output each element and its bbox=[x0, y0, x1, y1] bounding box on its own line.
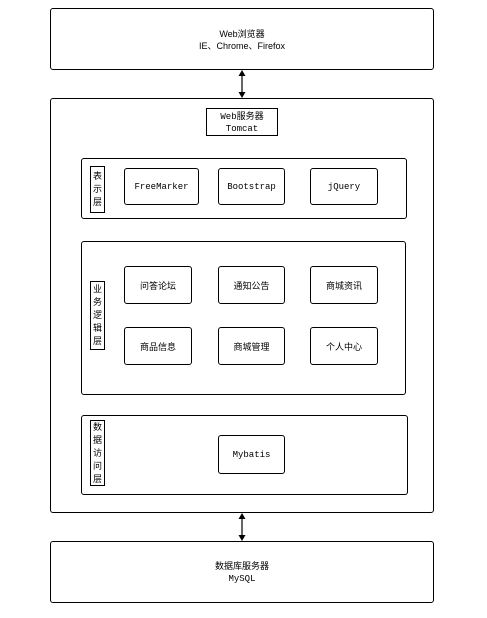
product-info-box: 商品信息 bbox=[124, 327, 192, 365]
bootstrap-box: Bootstrap bbox=[218, 168, 285, 205]
business-label-char-2: 务 bbox=[92, 297, 102, 307]
business-label-char-5: 层 bbox=[92, 336, 102, 346]
business-label-char-1: 业 bbox=[92, 284, 102, 294]
data-access-label-char-3: 访 bbox=[92, 447, 102, 458]
data-access-label-char-5: 层 bbox=[92, 473, 102, 484]
business-layer-label: 业 务 逻 辑 层 bbox=[90, 281, 105, 350]
freemarker-box: FreeMarker bbox=[124, 168, 199, 205]
presentation-label-char-3: 层 bbox=[92, 197, 102, 207]
user-center-box: 个人中心 bbox=[310, 327, 378, 365]
mall-admin-box: 商城管理 bbox=[218, 327, 285, 365]
data-access-label-char-2: 据 bbox=[92, 434, 102, 445]
business-label-char-4: 辑 bbox=[92, 323, 102, 333]
business-label-char-3: 逻 bbox=[92, 310, 102, 320]
database-title: 数据库服务器 bbox=[214, 561, 269, 571]
data-access-label-char-1: 数 bbox=[92, 421, 102, 432]
qa-forum-box: 问答论坛 bbox=[124, 266, 192, 304]
browser-box: Web浏览器 IE、Chrome、Firefox bbox=[50, 8, 434, 70]
browser-server-arrow bbox=[238, 70, 246, 98]
data-access-layer-label: 数 据 访 问 层 bbox=[90, 420, 105, 486]
presentation-label-char-1: 表 bbox=[92, 171, 102, 181]
web-server-subtitle: Tomcat bbox=[225, 124, 259, 134]
presentation-layer-label: 表 示 层 bbox=[90, 166, 105, 213]
notice-box: 通知公告 bbox=[218, 266, 285, 304]
web-server-title: Web服务器 bbox=[220, 112, 264, 122]
browser-title: Web浏览器 bbox=[219, 29, 265, 39]
jquery-box: jQuery bbox=[310, 168, 378, 205]
data-access-label-char-4: 问 bbox=[92, 460, 102, 471]
database-box: 数据库服务器 MySQL bbox=[50, 541, 434, 603]
web-server-label: Web服务器 Tomcat bbox=[206, 108, 278, 136]
presentation-label-char-2: 示 bbox=[92, 184, 102, 194]
server-database-arrow bbox=[238, 513, 246, 541]
business-layer bbox=[81, 241, 406, 395]
browser-subtitle: IE、Chrome、Firefox bbox=[198, 41, 286, 51]
mall-news-box: 商城资讯 bbox=[310, 266, 378, 304]
database-subtitle: MySQL bbox=[228, 574, 256, 584]
mybatis-box: Mybatis bbox=[218, 435, 285, 474]
